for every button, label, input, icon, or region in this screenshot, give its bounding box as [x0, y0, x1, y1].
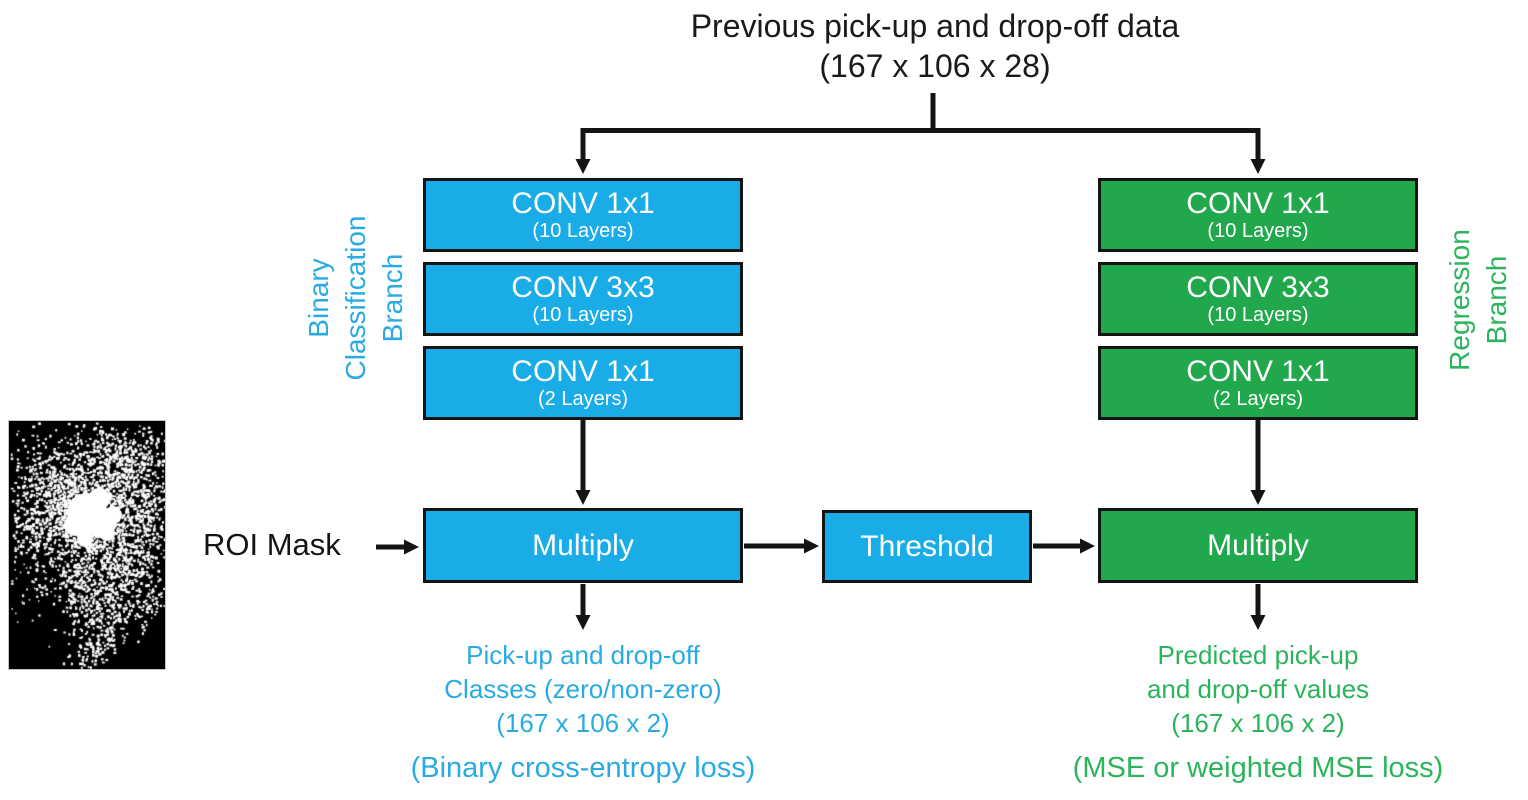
left-output-caption: Pick-up and drop-off Classes (zero/non-z… [403, 638, 763, 740]
conv-box-right-3: CONV 1x1 (2 Layers) [1098, 346, 1418, 420]
caption-line: (167 x 106 x 2) [496, 708, 670, 738]
diagram-title: Previous pick-up and drop-off data (167 … [460, 6, 1410, 86]
caption-line: (167 x 106 x 2) [1171, 708, 1345, 738]
caption-line: Classes (zero/non-zero) [444, 674, 722, 704]
conv-box-right-2: CONV 3x3 (10 Layers) [1098, 262, 1418, 336]
conv-box-title: CONV 1x1 [511, 355, 655, 388]
conv-box-subtitle: (10 Layers) [1207, 304, 1309, 326]
branch-label-line: Classification [340, 215, 371, 381]
regression-branch-label: Regression Branch [1441, 195, 1517, 405]
conv-box-title: CONV 3x3 [511, 271, 655, 304]
conv-box-left-2: CONV 3x3 (10 Layers) [423, 262, 743, 336]
caption-line: and drop-off values [1146, 674, 1370, 704]
arrow-split-bracket [580, 128, 1261, 133]
conv-box-title: CONV 1x1 [1186, 187, 1330, 220]
conv-box-title: CONV 1x1 [1186, 355, 1330, 388]
binary-classification-branch-label: Binary Classification Branch [300, 188, 412, 408]
multiply-label: Multiply [1207, 528, 1309, 562]
branch-label-line: Branch [377, 253, 408, 343]
branch-label-line: Branch [1481, 255, 1512, 345]
diagram-title-line2: (167 x 106 x 28) [819, 48, 1051, 84]
caption-line: Pick-up and drop-off [466, 640, 700, 670]
multiply-box-left: Multiply [423, 508, 743, 583]
conv-box-left-3: CONV 1x1 (2 Layers) [423, 346, 743, 420]
threshold-box: Threshold [822, 510, 1032, 583]
conv-box-right-1: CONV 1x1 (10 Layers) [1098, 178, 1418, 252]
multiply-box-right: Multiply [1098, 508, 1418, 583]
conv-box-subtitle: (2 Layers) [537, 388, 629, 410]
right-output-caption: Predicted pick-up and drop-off values (1… [1078, 638, 1438, 740]
conv-box-subtitle: (2 Layers) [1212, 388, 1304, 410]
conv-box-title: CONV 3x3 [1186, 271, 1330, 304]
conv-box-left-1: CONV 1x1 (10 Layers) [423, 178, 743, 252]
conv-box-subtitle: (10 Layers) [1207, 220, 1309, 242]
conv-box-subtitle: (10 Layers) [532, 304, 634, 326]
diagram-title-line1: Previous pick-up and drop-off data [690, 8, 1180, 44]
conv-box-subtitle: (10 Layers) [532, 220, 634, 242]
roi-mask-label: ROI Mask [203, 527, 341, 562]
conv-box-title: CONV 1x1 [511, 187, 655, 220]
branch-label-line: Binary [303, 258, 334, 338]
right-loss-caption: (MSE or weighted MSE loss) [1072, 752, 1444, 784]
branch-label-line: Regression [1444, 229, 1475, 371]
roi-mask-image [8, 420, 166, 670]
left-loss-caption: (Binary cross-entropy loss) [410, 752, 756, 784]
multiply-label: Multiply [532, 528, 634, 562]
threshold-label: Threshold [860, 529, 994, 563]
caption-line: Predicted pick-up [1157, 640, 1359, 670]
